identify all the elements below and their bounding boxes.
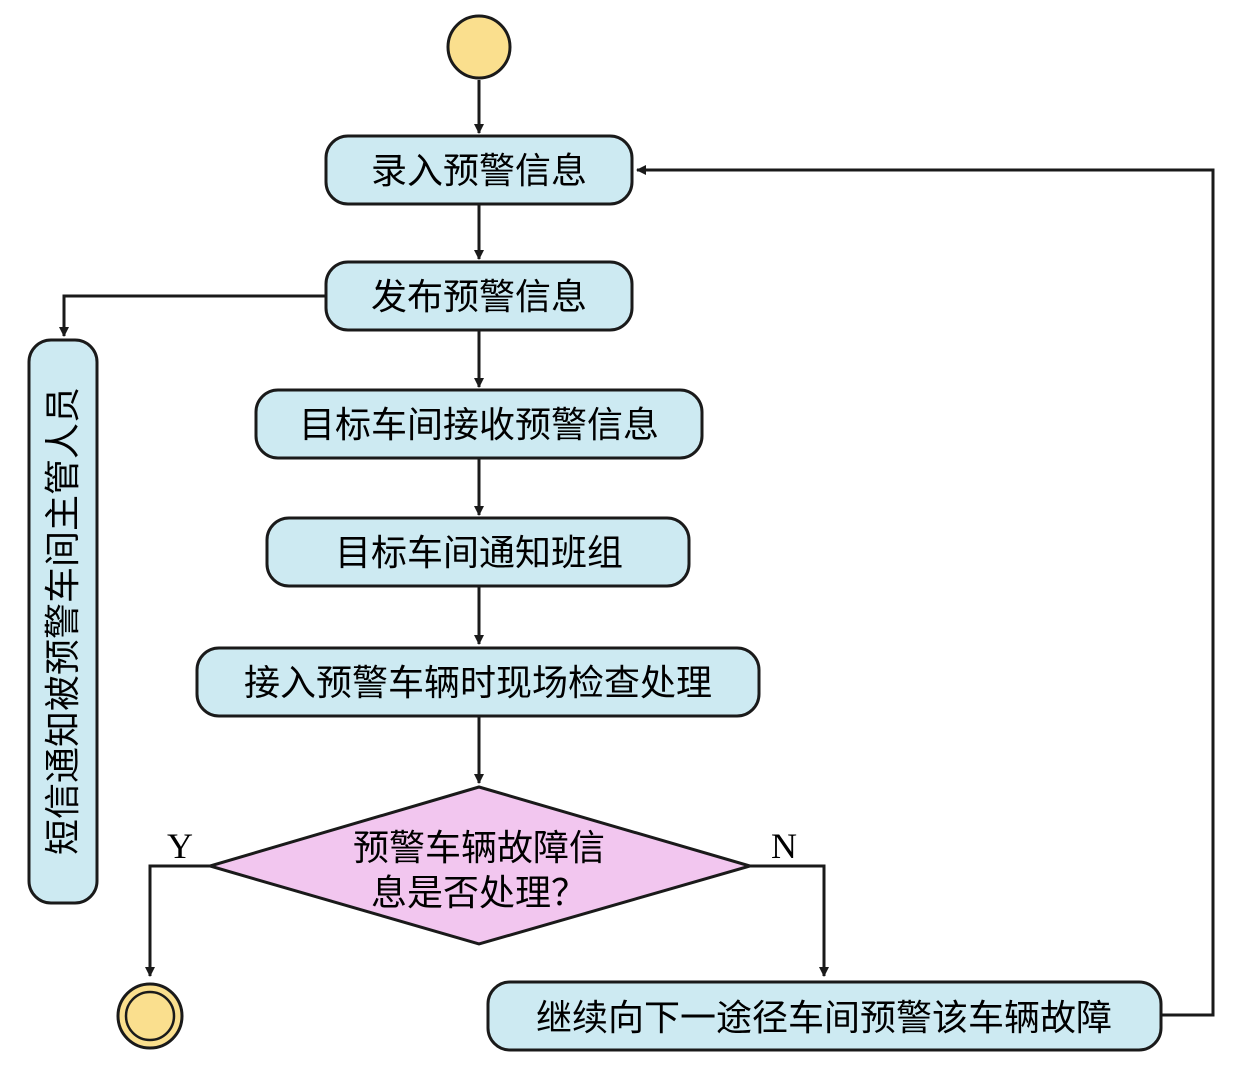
- node-continue-warning-label: 继续向下一途径车间预警该车辆故障: [536, 998, 1112, 1039]
- branch-no-label: N: [771, 826, 797, 866]
- node-onsite-check-label: 接入预警车辆时现场检查处理: [244, 663, 712, 704]
- node-sms-notify: 短信通知被预警车间主管人员: [27, 338, 99, 905]
- node-publish-warning-label: 发布预警信息: [371, 277, 587, 318]
- end-node: [116, 982, 184, 1050]
- arrow-publish-to-sms: [59, 294, 326, 337]
- decision-label-line1: 预警车辆故障信: [353, 828, 605, 869]
- connectors: [59, 80, 1215, 1017]
- arrow-decision-no-to-continue: [750, 864, 829, 977]
- node-onsite-check: 接入预警车辆时现场检查处理: [195, 646, 761, 718]
- node-notify-team: 目标车间通知班组: [265, 516, 691, 588]
- start-node: [446, 14, 512, 80]
- node-notify-team-label: 目标车间通知班组: [335, 533, 623, 574]
- arrow-continue-loop-to-input: [636, 165, 1215, 1017]
- node-input-warning: 录入预警信息: [324, 134, 634, 206]
- node-sms-notify-label: 短信通知被预警车间主管人员: [43, 387, 84, 855]
- node-receive-warning-label: 目标车间接收预警信息: [299, 405, 659, 446]
- node-receive-warning: 目标车间接收预警信息: [254, 388, 704, 460]
- decision-node: 预警车辆故障信 息是否处理？: [204, 785, 756, 946]
- decision-label-line2: 息是否处理？: [371, 873, 587, 914]
- node-input-warning-label: 录入预警信息: [371, 151, 587, 192]
- node-publish-warning: 发布预警信息: [324, 260, 634, 332]
- branch-yes-label: Y: [167, 826, 193, 866]
- arrow-decision-yes-to-end: [145, 864, 210, 977]
- node-continue-warning: 继续向下一途径车间预警该车辆故障: [486, 980, 1163, 1052]
